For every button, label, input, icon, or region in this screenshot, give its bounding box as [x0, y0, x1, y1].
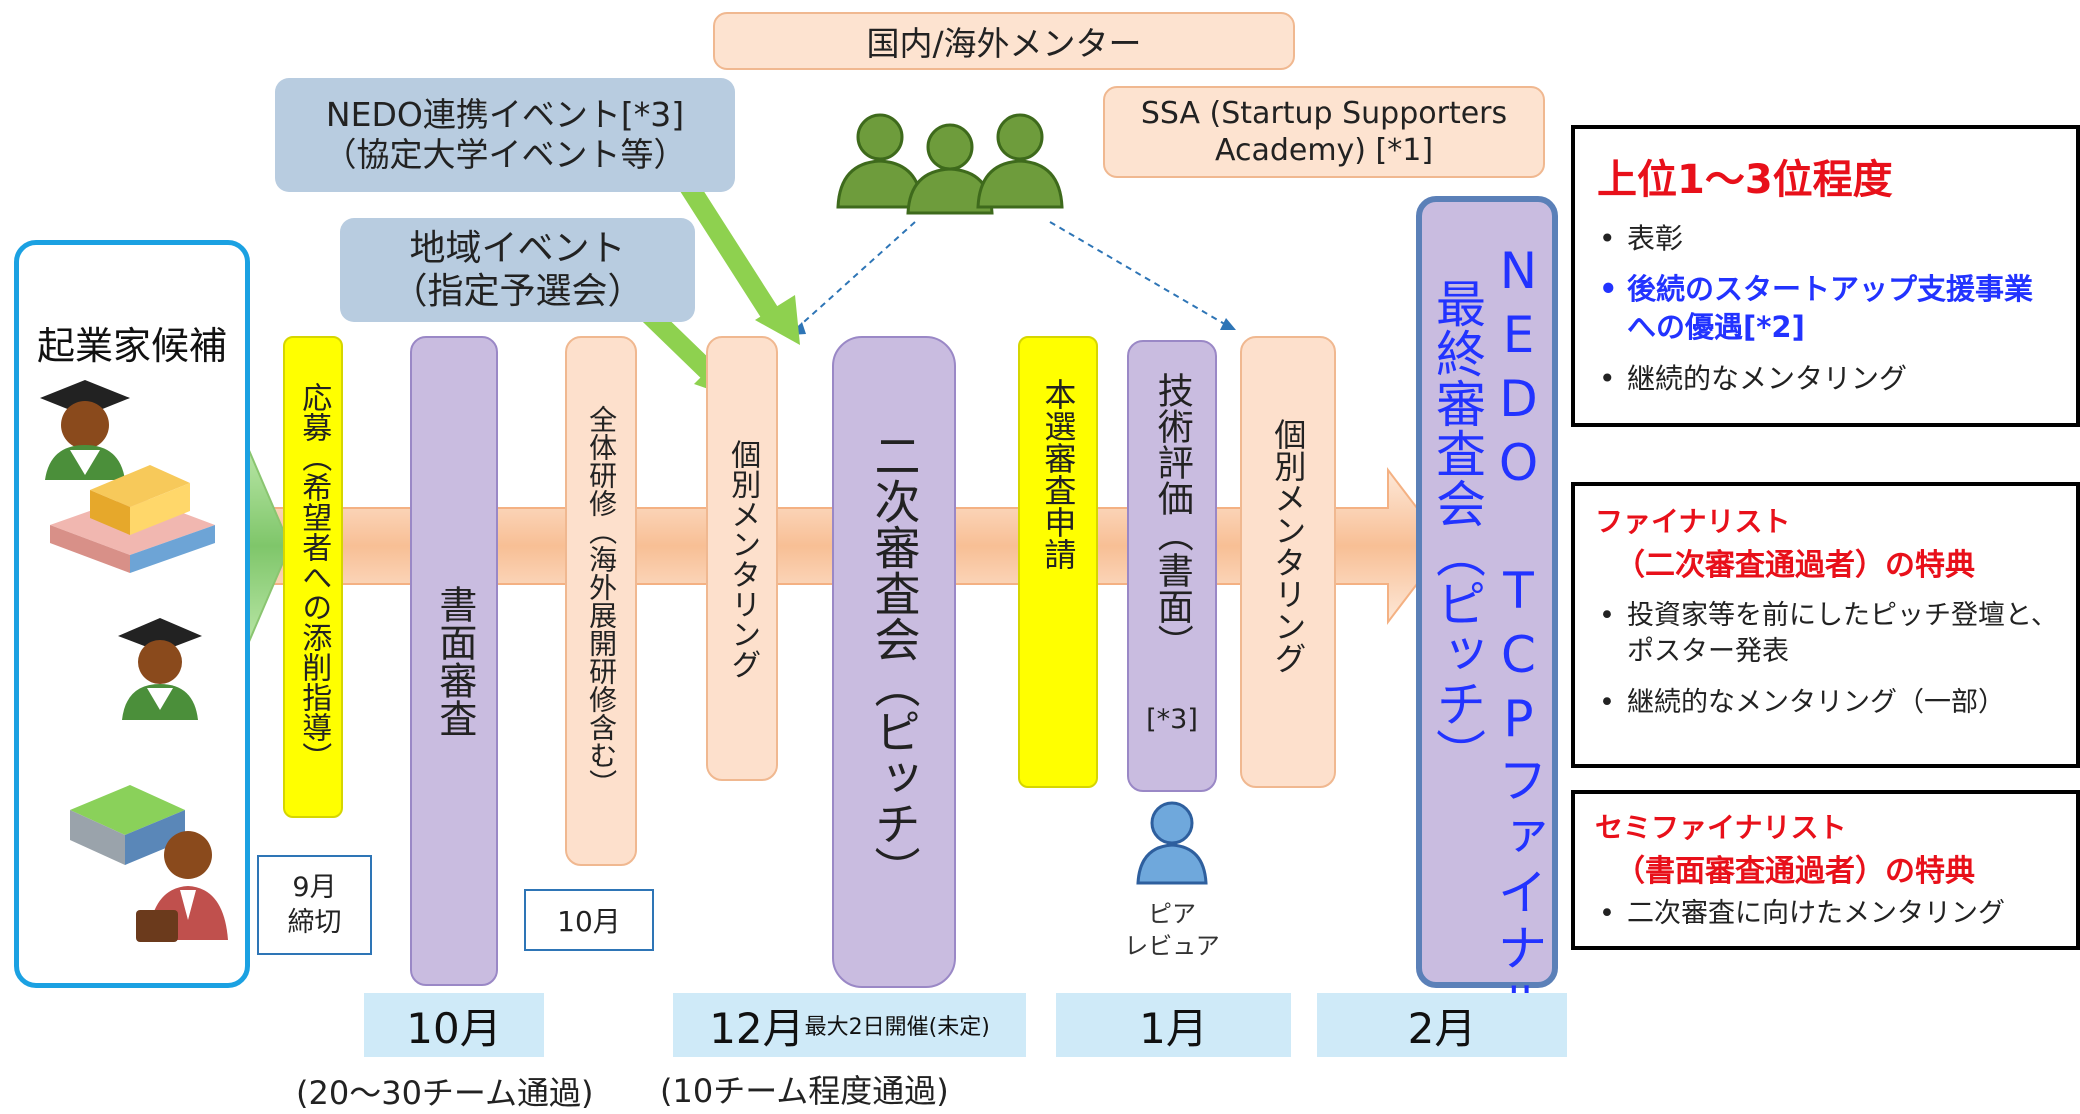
panel-top-item-2: 後続のスタートアップ支援事業への優遇[*2]	[1591, 271, 2060, 346]
pass-count-1: (20～30チーム通過)	[296, 1074, 594, 1112]
panel-top-title: 上位1～3位程度	[1597, 157, 1893, 203]
deadline-label: 9月 締切	[257, 855, 372, 955]
regional-event-box: 地域イベント （指定予選会）	[340, 218, 695, 322]
panel-finalist-item-2: 継続的なメンタリング（一部）	[1591, 685, 2060, 722]
step-mentoring-2: 個別メンタリング	[1240, 336, 1336, 788]
regional-event-line1: 地域イベント	[409, 227, 626, 269]
deadline-line2: 締切	[287, 907, 342, 938]
panel-finalist-title-1: ファイナリスト	[1595, 505, 1791, 538]
step-training: 全体研修（海外展開研修含む）	[565, 336, 637, 866]
step-final: NEDO TCPファイナル 最終審査会（ピッチ）	[1416, 196, 1558, 1034]
panel-top-item-3: 継続的なメンタリング	[1591, 361, 2060, 398]
panel-finalist: ファイナリスト （二次審査通過者）の特典 投資家等を前にしたピッチ登壇と、ポスタ…	[1571, 482, 2080, 768]
training-month-label: 10月	[524, 889, 654, 951]
pass-count-2: (10チーム程度通過)	[660, 1072, 949, 1110]
nedo-event-line2: （協定大学イベント等）	[323, 135, 687, 174]
panel-semifinalist-item-1: 二次審査に向けたメンタリング	[1591, 896, 2060, 933]
step-tech-eval-text: 技術評価（書面）	[1151, 372, 1193, 660]
step-tech-eval: 技術評価（書面） [*3]	[1127, 340, 1217, 792]
step-main-application-text: 本選審査申請	[1039, 378, 1078, 570]
regional-event-line2: （指定予選会）	[391, 271, 644, 312]
graduate-icon-2	[118, 618, 202, 720]
panel-finalist-item-1: 投資家等を前にしたピッチ登壇と、ポスター発表	[1591, 598, 2060, 671]
mentor-ssa: SSA (Startup Supporters Academy) [*1]	[1103, 86, 1545, 178]
step-second-review: 二次審査会（ピッチ）	[832, 336, 956, 988]
step-document-review: 書面審査	[410, 336, 498, 986]
candidates-label: 起業家候補	[36, 324, 227, 368]
month-band-3: 1月	[1056, 993, 1291, 1057]
step-mentoring-2-text: 個別メンタリング	[1269, 418, 1308, 674]
step-mentoring-1: 個別メンタリング	[706, 336, 778, 781]
step-tech-eval-ref: [*3]	[1146, 704, 1198, 735]
step-training-text: 全体研修（海外展開研修含む）	[585, 405, 619, 797]
panel-top-item-1: 表彰	[1591, 221, 2060, 258]
step-apply: 応募（希望者への添削指導）	[283, 336, 343, 818]
month-band-4: 2月	[1317, 993, 1567, 1057]
step-main-application: 本選審査申請	[1018, 336, 1098, 788]
panel-semifinalist-title-2: （書面審査通過者）の特典	[1615, 854, 1975, 889]
company-building-icon	[70, 785, 185, 865]
panel-top-ranks: 上位1～3位程度 表彰 後続のスタートアップ支援事業への優遇[*2] 継続的なメ…	[1571, 125, 2080, 427]
step-document-review-text: 書面審査	[432, 585, 477, 737]
month-band-2-label: 12月	[709, 1003, 805, 1053]
month-band-2: 12月 最大2日開催(未定)	[673, 993, 1026, 1057]
peer-reviewer-line1: ピア	[1148, 900, 1196, 928]
final-title-col1: NEDO TCPファイナル	[1489, 242, 1548, 1034]
panel-semifinalist: セミファイナリスト （書面審査通過者）の特典 二次審査に向けたメンタリング	[1571, 790, 2080, 950]
step-apply-text: 応募（希望者への添削指導）	[296, 382, 332, 772]
businessman-icon	[136, 831, 228, 942]
nedo-event-box: NEDO連携イベント[*3] （協定大学イベント等）	[275, 78, 735, 192]
nedo-event-line1: NEDO連携イベント[*3]	[325, 95, 685, 135]
panel-finalist-title-2: （二次審査通過者）の特典	[1615, 548, 1975, 583]
month-band-2-note: 最大2日開催(未定)	[804, 1015, 990, 1040]
final-title-col2: 最終審査会（ピッチ）	[1428, 278, 1486, 778]
mentor-group-icon	[836, 113, 1064, 215]
peer-reviewer-line2: レビュア	[1124, 932, 1220, 961]
mentor-domestic-overseas: 国内/海外メンター	[713, 12, 1295, 70]
graduate-icon	[40, 380, 130, 480]
step-second-review-text: 二次審査会（ピッチ）	[867, 432, 922, 892]
step-mentoring-1-text: 個別メンタリング	[725, 438, 761, 679]
university-building-icon	[50, 465, 215, 573]
peer-reviewer-label: ピア レビュア	[1102, 898, 1242, 963]
month-band-1: 10月	[364, 993, 544, 1057]
peer-reviewer-icon	[1136, 801, 1208, 885]
deadline-line1: 9月	[292, 871, 337, 903]
candidates-box: 起業家候補	[14, 240, 250, 988]
panel-semifinalist-title-1: セミファイナリスト	[1595, 811, 1847, 844]
